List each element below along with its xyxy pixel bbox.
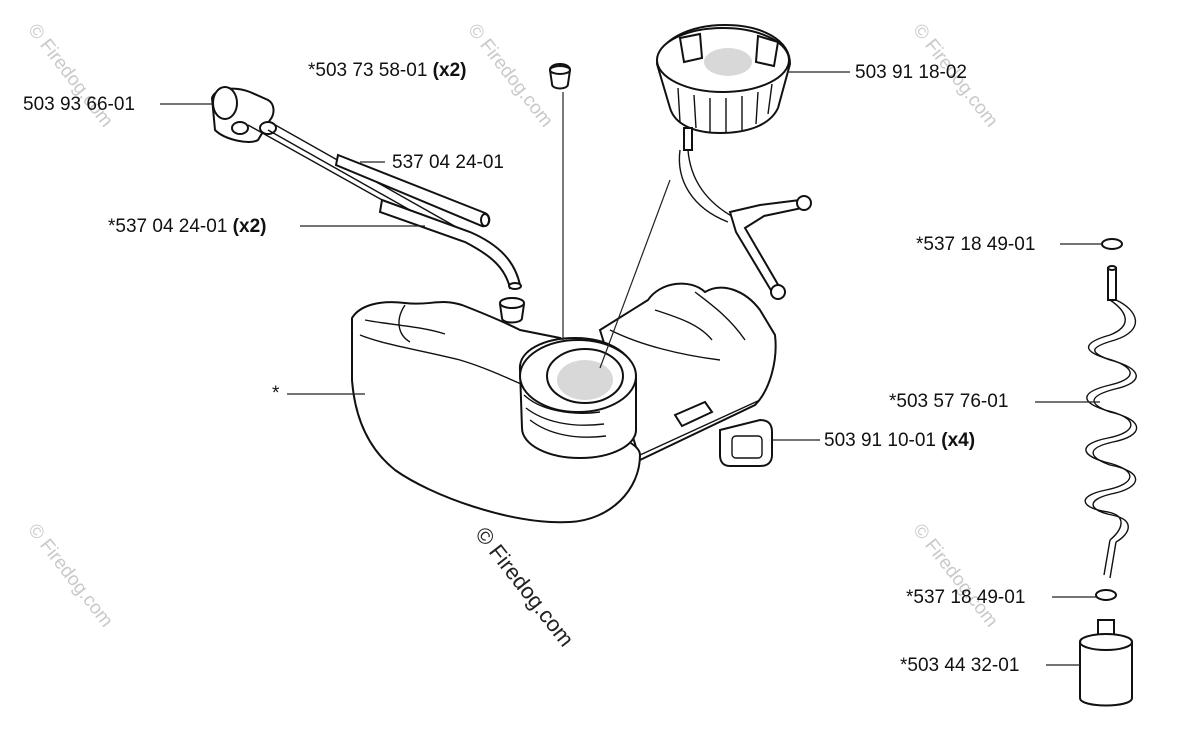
fuel-pickup-drawing [1079, 238, 1138, 707]
tank-mount-drawing [719, 418, 773, 467]
part-label-primer-bulb[interactable]: 503 93 66-01 [23, 94, 135, 116]
part-number: *503 44 32-01 [900, 655, 1020, 676]
part-quantity: (x4) [941, 430, 976, 451]
part-label-fuel-cap[interactable]: 503 91 18-02 [855, 62, 967, 84]
fuel-tank-drawing [351, 282, 777, 524]
part-number: 537 04 24-01 [392, 152, 504, 173]
leader-lines [160, 71, 1102, 666]
part-number: *503 73 58-01 [308, 60, 428, 81]
fuel-cap-drawing [655, 23, 812, 300]
part-number: 503 91 10-01 [824, 430, 936, 451]
part-number: 503 93 66-01 [23, 94, 135, 115]
part-number: *537 18 49-01 [916, 234, 1036, 255]
fuel-lines-drawing [334, 153, 522, 290]
part-number: *503 57 76-01 [889, 391, 1009, 412]
grommet-drawing [548, 63, 572, 90]
part-number: 503 91 18-02 [855, 62, 967, 83]
part-label-grommet[interactable]: *503 73 58-01 (x2) [308, 60, 466, 82]
part-label-fuel-tank[interactable]: * [272, 383, 279, 405]
part-label-fuel-line[interactable]: 537 04 24-01 [392, 152, 504, 174]
part-label-coil-hose[interactable]: *503 57 76-01 [889, 391, 1008, 413]
part-number: *537 04 24-01 [108, 216, 228, 237]
part-number: * [272, 383, 280, 404]
part-quantity: (x2) [432, 60, 467, 81]
part-number: *537 18 49-01 [906, 587, 1026, 608]
part-label-fuel-line-x2[interactable]: *537 04 24-01 (x2) [108, 216, 266, 238]
part-label-oring-top[interactable]: *537 18 49-01 [916, 234, 1035, 256]
part-label-fuel-filter[interactable]: *503 44 32-01 [900, 655, 1019, 677]
part-label-oring-bottom[interactable]: *537 18 49-01 [906, 587, 1025, 609]
part-label-tank-mount[interactable]: 503 91 10-01 (x4) [824, 430, 975, 452]
part-quantity: (x2) [232, 216, 267, 237]
